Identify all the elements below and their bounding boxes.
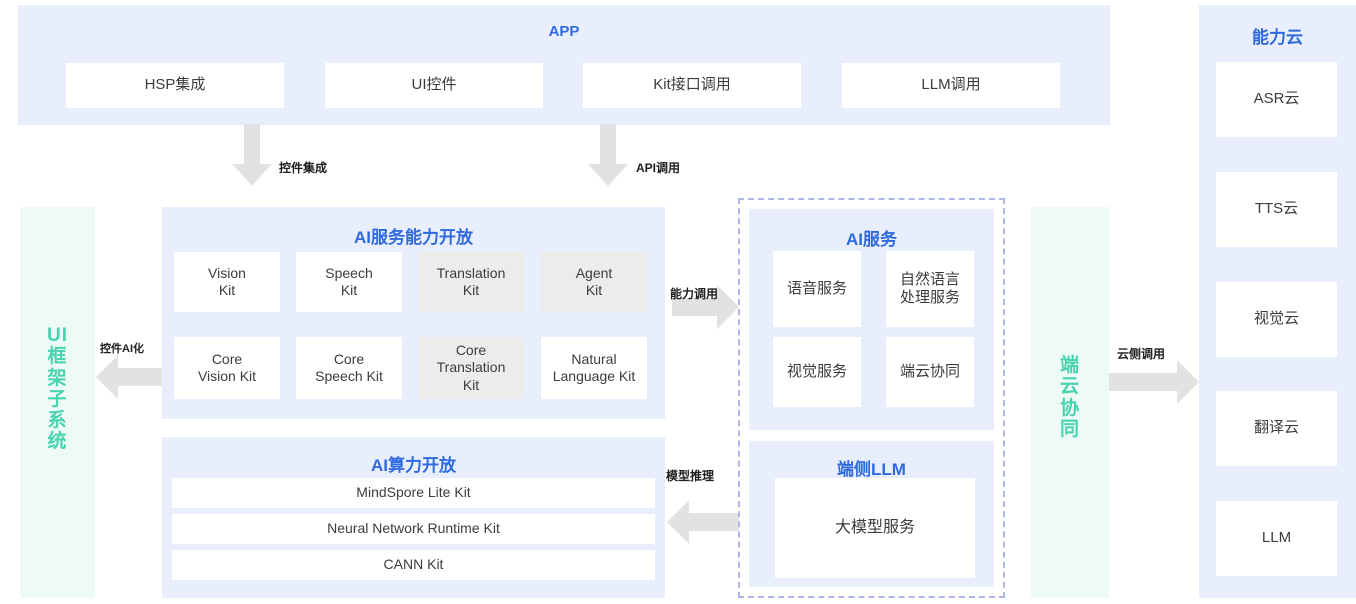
compute-mindspore-lite-kit-label: MindSpore Lite Kit bbox=[356, 484, 471, 501]
arrow-widget-ai-label: 控件AI化 bbox=[100, 343, 144, 355]
arrow-widget-ai bbox=[96, 355, 163, 399]
ai-service-capability-title: AI服务能力开放 bbox=[354, 228, 473, 247]
device-cloud-char-1: 云 bbox=[1059, 376, 1080, 398]
ui-framework-title: UI 框 架 子 系 统 bbox=[20, 325, 95, 453]
kit-core-translation[interactable]: Core Translation Kit bbox=[418, 337, 524, 399]
app-item-ui-widget-label: UI控件 bbox=[411, 76, 457, 94]
device-cloud-char-2: 协 bbox=[1059, 397, 1080, 419]
app-item-llm-call[interactable]: LLM调用 bbox=[842, 63, 1060, 108]
arrow-capability-call bbox=[672, 285, 739, 329]
cloud-tts-label: TTS云 bbox=[1254, 200, 1299, 218]
ai-service-nlp[interactable]: 自然语言 处理服务 bbox=[886, 251, 974, 327]
ai-service-vision-label: 视觉服务 bbox=[786, 362, 847, 380]
ui-framework-char-0: UI bbox=[47, 325, 68, 346]
kit-vision-label: Vision Kit bbox=[208, 264, 246, 298]
app-item-llm-call-label: LLM调用 bbox=[921, 76, 981, 94]
ai-service-title: AI服务 bbox=[846, 230, 897, 249]
ai-service-nlp-label: 自然语言 处理服务 bbox=[899, 270, 960, 306]
compute-cann-kit-label: CANN Kit bbox=[383, 556, 444, 573]
device-cloud-char-3: 同 bbox=[1059, 418, 1080, 440]
device-llm-model-service[interactable]: 大模型服务 bbox=[775, 478, 975, 578]
kit-core-speech[interactable]: Core Speech Kit bbox=[296, 337, 402, 399]
ai-service-voice-label: 语音服务 bbox=[786, 279, 847, 297]
arrow-model-inference bbox=[667, 500, 739, 544]
cloud-translation[interactable]: 翻译云 bbox=[1216, 391, 1337, 466]
arrow-widget-integration bbox=[232, 124, 272, 186]
kit-translation[interactable]: Translation Kit bbox=[418, 252, 524, 312]
app-panel-title: APP bbox=[548, 23, 580, 40]
app-item-hsp-label: HSP集成 bbox=[144, 76, 206, 94]
kit-agent-label: Agent Kit bbox=[575, 264, 613, 298]
kit-natural-language[interactable]: Natural Language Kit bbox=[541, 337, 647, 399]
kit-natural-language-label: Natural Language Kit bbox=[552, 350, 636, 384]
cloud-tts[interactable]: TTS云 bbox=[1216, 172, 1337, 247]
arrow-cloud-side-call bbox=[1109, 360, 1199, 404]
cloud-vision-label: 视觉云 bbox=[1253, 310, 1299, 328]
compute-cann-kit[interactable]: CANN Kit bbox=[172, 550, 655, 580]
ui-framework-char-5: 统 bbox=[47, 431, 68, 453]
app-item-kit-api-label: Kit接口调用 bbox=[653, 76, 731, 94]
compute-nnrt-kit[interactable]: Neural Network Runtime Kit bbox=[172, 514, 655, 544]
capability-cloud-title: 能力云 bbox=[1252, 28, 1303, 47]
arrow-api-call bbox=[588, 124, 628, 186]
app-item-ui-widget[interactable]: UI控件 bbox=[325, 63, 543, 108]
ai-compute-title: AI算力开放 bbox=[371, 456, 456, 475]
ai-service-device-cloud-label: 端云协同 bbox=[899, 362, 960, 380]
compute-nnrt-kit-label: Neural Network Runtime Kit bbox=[327, 520, 500, 537]
device-cloud-panel: 端 云 协 同 bbox=[1031, 207, 1109, 598]
cloud-llm-label: LLM bbox=[1261, 529, 1292, 547]
ui-framework-char-3: 子 bbox=[47, 388, 68, 410]
cloud-asr[interactable]: ASR云 bbox=[1216, 62, 1337, 137]
ui-framework-char-1: 框 bbox=[47, 346, 68, 368]
ui-framework-panel: UI 框 架 子 系 统 bbox=[20, 207, 95, 598]
ai-service-vision[interactable]: 视觉服务 bbox=[773, 337, 861, 407]
kit-core-vision[interactable]: Core Vision Kit bbox=[174, 337, 280, 399]
app-item-kit-api[interactable]: Kit接口调用 bbox=[583, 63, 801, 108]
kit-core-translation-label: Core Translation Kit bbox=[436, 342, 506, 393]
device-llm-model-service-label: 大模型服务 bbox=[834, 519, 915, 537]
device-llm-title: 端侧LLM bbox=[837, 460, 906, 479]
cloud-translation-label: 翻译云 bbox=[1253, 419, 1299, 437]
kit-core-speech-label: Core Speech Kit bbox=[315, 350, 383, 384]
arrow-api-call-label: API调用 bbox=[636, 161, 681, 175]
ai-service-device-cloud[interactable]: 端云协同 bbox=[886, 337, 974, 407]
kit-agent[interactable]: Agent Kit bbox=[541, 252, 647, 312]
app-item-hsp[interactable]: HSP集成 bbox=[66, 63, 284, 108]
cloud-vision[interactable]: 视觉云 bbox=[1216, 282, 1337, 357]
compute-mindspore-lite-kit[interactable]: MindSpore Lite Kit bbox=[172, 478, 655, 508]
device-cloud-title: 端 云 协 同 bbox=[1031, 355, 1109, 440]
arrow-cloud-side-call-label: 云侧调用 bbox=[1117, 347, 1166, 361]
kit-speech-label: Speech Kit bbox=[325, 264, 373, 298]
device-cloud-char-0: 端 bbox=[1059, 355, 1080, 376]
ui-framework-char-4: 系 bbox=[47, 410, 68, 432]
arrow-widget-integration-label: 控件集成 bbox=[279, 161, 328, 175]
device-side-dashed-container bbox=[738, 198, 1005, 598]
arrow-model-inference-label: 模型推理 bbox=[666, 469, 715, 483]
kit-translation-label: Translation Kit bbox=[436, 264, 506, 298]
kit-speech[interactable]: Speech Kit bbox=[296, 252, 402, 312]
kit-vision[interactable]: Vision Kit bbox=[174, 252, 280, 312]
kit-core-vision-label: Core Vision Kit bbox=[197, 350, 257, 384]
ui-framework-char-2: 架 bbox=[47, 367, 68, 389]
cloud-asr-label: ASR云 bbox=[1253, 90, 1300, 108]
ai-service-voice[interactable]: 语音服务 bbox=[773, 251, 861, 327]
arrow-capability-call-label: 能力调用 bbox=[670, 287, 719, 301]
cloud-llm[interactable]: LLM bbox=[1216, 501, 1337, 576]
